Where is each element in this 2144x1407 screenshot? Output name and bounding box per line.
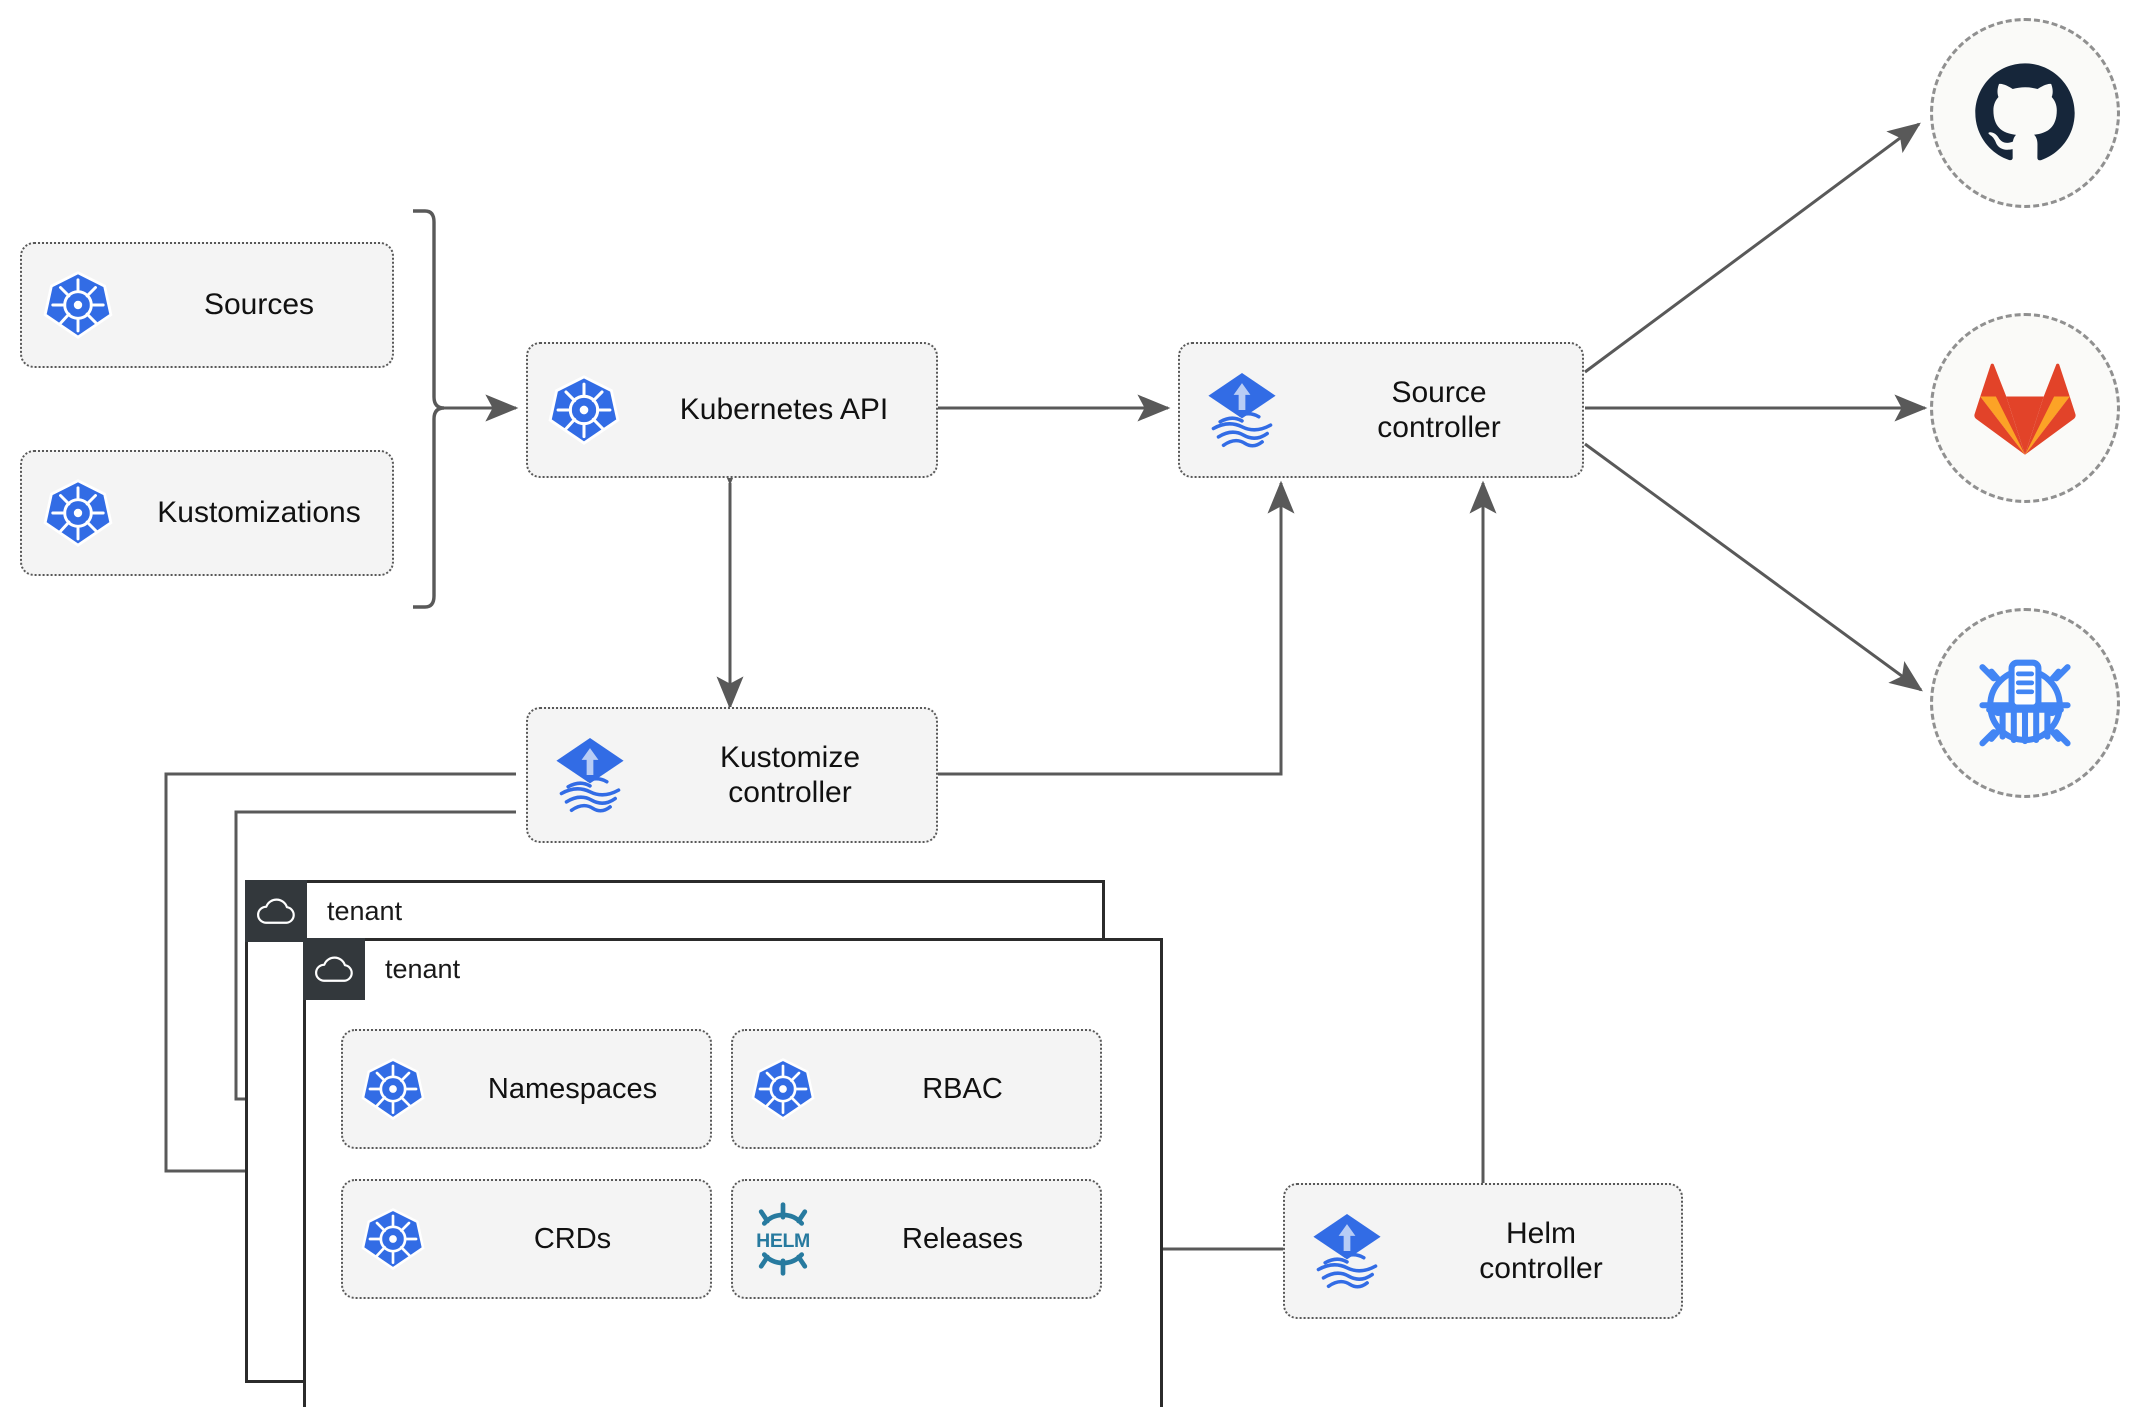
node-label: CRDs — [533, 1222, 612, 1255]
node-sources[interactable]: Sources — [20, 242, 394, 368]
tenant-outer-label: tenant — [327, 895, 403, 926]
node-namespaces[interactable]: Namespaces — [341, 1029, 712, 1149]
node-helm-controller[interactable]: Helm controller — [1283, 1183, 1683, 1319]
tenant-inner-label: tenant — [385, 953, 461, 984]
node-source-controller[interactable]: Source controller — [1178, 342, 1584, 478]
node-label: Namespaces — [487, 1072, 658, 1105]
node-label: Releases — [902, 1222, 1023, 1255]
node-label: Helm controller — [1479, 1216, 1603, 1285]
kubernetes-icon — [528, 374, 640, 446]
node-label: Sources — [203, 288, 315, 322]
kubernetes-icon — [22, 478, 134, 548]
tenant-inner[interactable]: tenant — [303, 938, 1163, 1407]
kubernetes-icon — [22, 270, 134, 340]
node-label: Source controller — [1377, 375, 1501, 444]
kubernetes-icon — [733, 1057, 833, 1121]
svg-text:HELM: HELM — [756, 1230, 810, 1252]
flux-icon — [1180, 368, 1304, 452]
cloud-icon — [245, 880, 307, 942]
service-gitlab[interactable] — [1930, 313, 2120, 503]
node-rbac[interactable]: RBAC — [731, 1029, 1102, 1149]
cloud-icon — [303, 938, 365, 1000]
gitlab-icon — [1974, 363, 2076, 455]
kubernetes-icon — [343, 1057, 443, 1121]
node-label: Kubernetes API — [679, 393, 889, 427]
node-releases[interactable]: HELM Releases — [731, 1179, 1102, 1299]
wire-source-to-bucket — [1584, 442, 1923, 692]
flux-icon — [528, 733, 652, 817]
github-icon — [1975, 63, 2075, 161]
node-label: RBAC — [922, 1072, 1003, 1105]
helm-icon: HELM — [733, 1200, 833, 1278]
node-label: Kustomizations — [157, 496, 361, 530]
tenant-inner-titlebar: tenant — [303, 938, 460, 1000]
service-github[interactable] — [1930, 18, 2120, 208]
kubernetes-icon — [343, 1207, 443, 1271]
node-crds[interactable]: CRDs — [341, 1179, 712, 1299]
wire-source-to-github — [1584, 122, 1921, 374]
bucket-icon — [1979, 659, 2071, 747]
node-label: Kustomize controller — [719, 740, 861, 809]
tenant-outer-titlebar: tenant — [245, 880, 402, 942]
node-kustomize-controller[interactable]: Kustomize controller — [526, 707, 938, 843]
node-kustomizations[interactable]: Kustomizations — [20, 450, 394, 576]
node-kubernetes-api[interactable]: Kubernetes API — [526, 342, 938, 478]
service-bucket[interactable] — [1930, 608, 2120, 798]
wire-kustomize-to-source — [938, 480, 1295, 776]
flux-icon — [1285, 1209, 1409, 1293]
resource-group-bracket — [413, 209, 445, 609]
